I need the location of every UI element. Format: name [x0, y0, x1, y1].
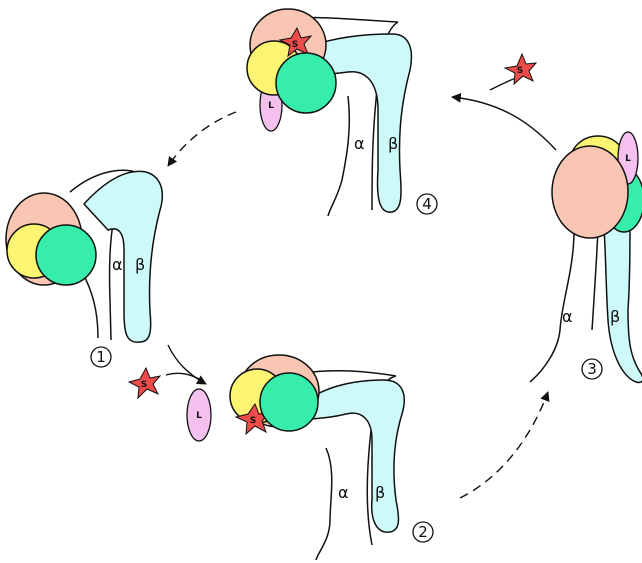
green-domain	[276, 53, 336, 113]
alpha-label: α	[112, 255, 123, 274]
beta-label: β	[610, 307, 620, 326]
step-label-1: 1	[96, 348, 106, 366]
green-domain	[36, 225, 96, 285]
arrow-4-to-1	[168, 112, 236, 166]
arrow-1-to-2	[168, 345, 206, 384]
state-4: L S α β 4	[247, 9, 437, 216]
state-1: α β 1	[6, 170, 162, 367]
free-ligand: L	[187, 389, 211, 441]
peach-domain	[552, 146, 628, 238]
arrow-substrate-in	[166, 373, 204, 382]
ligand-label: L	[268, 101, 274, 111]
arrow-2-to-3	[460, 392, 548, 498]
substrate-label: S	[141, 380, 147, 390]
alpha-label: α	[562, 307, 573, 326]
free-substrate: S	[129, 368, 160, 398]
substrate-label: S	[250, 416, 256, 426]
step-label-2: 2	[418, 523, 428, 541]
state-2: S α β 2	[230, 355, 433, 560]
ligand-label: L	[196, 411, 202, 421]
alpha-label: α	[354, 134, 365, 153]
step-label-4: 4	[422, 195, 432, 213]
step-label-3: 3	[587, 360, 597, 378]
substrate-label: S	[517, 66, 523, 76]
beta-label: β	[375, 483, 385, 502]
alpha-label: α	[338, 483, 349, 502]
ligand-label: L	[625, 154, 631, 164]
beta-label: β	[135, 255, 145, 274]
arrow-substrate-out	[490, 78, 516, 90]
beta-chain	[604, 228, 642, 382]
substrate-label: S	[292, 40, 298, 50]
green-domain	[260, 373, 318, 431]
released-substrate: S	[505, 54, 536, 84]
beta-label: β	[388, 134, 398, 153]
state-3: L α β 3	[530, 132, 642, 382]
arrow-3-to-4	[452, 97, 556, 150]
